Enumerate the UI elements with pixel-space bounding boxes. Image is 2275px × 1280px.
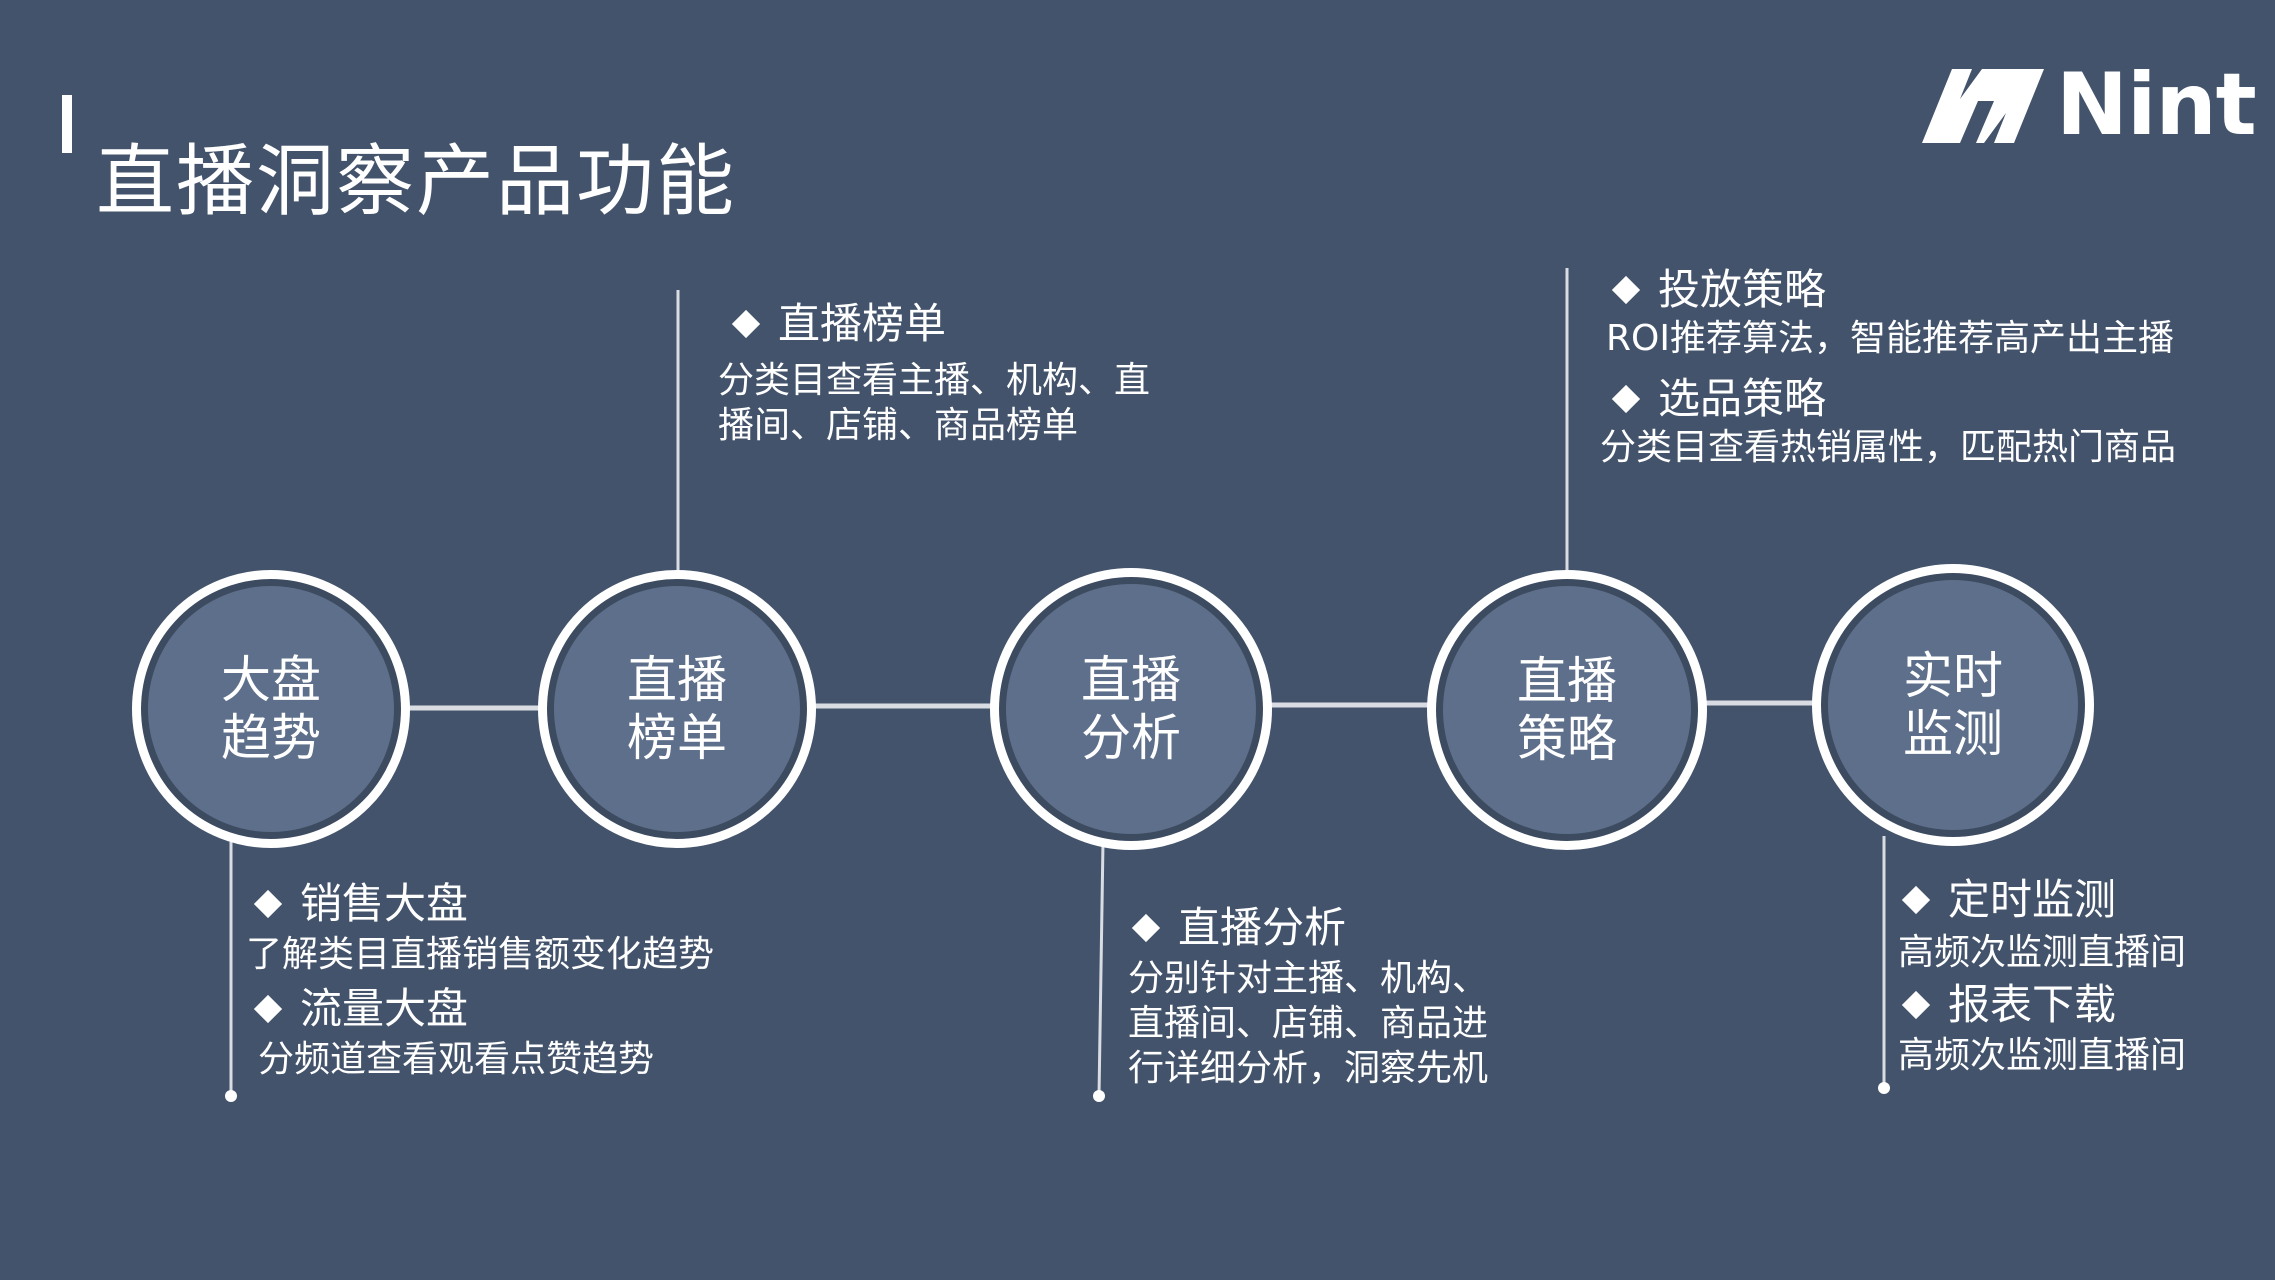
leader-dot-fenxi [1093, 1090, 1105, 1102]
brand-logo: Nint [1920, 55, 2257, 155]
callout-desc: 分类目查看热销属性，匹配热门商品 [1600, 427, 2177, 468]
callout-desc: 行详细分析，洞察先机 [1128, 1048, 1489, 1089]
diamond-bullet-icon [1901, 885, 1931, 915]
callout-heading: 流量大盘 [250, 983, 714, 1035]
callout-desc: 高频次监测直播间 [1898, 1035, 2187, 1076]
node-label: 直播分析 [1081, 651, 1181, 767]
callout-desc: 分类目查看主播、机构、直 [718, 360, 1151, 401]
logo-text: Nint [2056, 55, 2257, 155]
callout-heading: 选品策略 [1608, 373, 2176, 425]
diamond-bullet-icon [1131, 913, 1161, 943]
callout-bangdan: 直播榜单 分类目查看主播、机构、直 播间、店铺、商品榜单 [718, 298, 1150, 448]
heading-text: 直播分析 [1178, 903, 1347, 952]
callout-heading: 直播榜单 [728, 298, 1150, 350]
callout-heading: 销售大盘 [250, 878, 714, 930]
node-zhibo-fenxi: 直播分析 [990, 568, 1272, 850]
heading-text: 选品策略 [1658, 374, 1827, 423]
node-dapan-qushi: 大盘趋势 [132, 570, 410, 848]
callout-desc: ROI推荐算法，智能推荐高产出主播 [1606, 318, 2174, 359]
heading-text: 定时监测 [1948, 875, 2117, 924]
diamond-bullet-icon [1901, 990, 1931, 1020]
callout-heading: 投放策略 [1608, 264, 2176, 316]
title-accent-bar [62, 95, 72, 153]
callout-desc: 分别针对主播、机构、 [1128, 958, 1489, 999]
page-title: 直播洞察产品功能 [96, 137, 737, 228]
diamond-bullet-icon [253, 994, 283, 1024]
diamond-bullet-icon [1611, 275, 1641, 305]
node-label: 实时监测 [1903, 647, 2003, 763]
callout-celue: 投放策略 ROI推荐算法，智能推荐高产出主播 选品策略 分类目查看热销属性，匹配… [1600, 264, 2176, 470]
callout-heading: 直播分析 [1128, 902, 1488, 954]
heading-text: 流量大盘 [300, 984, 469, 1033]
callout-fenxi: 直播分析 分别针对主播、机构、 直播间、店铺、商品进 行详细分析，洞察先机 [1128, 902, 1488, 1091]
heading-text: 销售大盘 [300, 879, 469, 928]
callout-desc: 高频次监测直播间 [1898, 932, 2187, 973]
callout-desc: 播间、店铺、商品榜单 [718, 405, 1079, 446]
leader-dot-dapan [225, 1090, 237, 1102]
node-label: 大盘趋势 [221, 651, 321, 767]
callout-heading: 报表下载 [1898, 979, 2186, 1031]
leader-fenxi [1097, 841, 1105, 1097]
heading-text: 直播榜单 [778, 299, 947, 348]
node-label: 直播策略 [1517, 652, 1617, 768]
diamond-bullet-icon [731, 309, 761, 339]
callout-heading: 定时监测 [1898, 874, 2186, 926]
node-shishi-jiance: 实时监测 [1812, 564, 2094, 846]
node-zhibo-celue: 直播策略 [1427, 570, 1707, 850]
heading-text: 报表下载 [1948, 980, 2117, 1029]
callout-dapan: 销售大盘 了解类目直播销售额变化趋势 流量大盘 分频道查看观看点赞趋势 [246, 878, 714, 1082]
leader-dot-jiance [1878, 1082, 1890, 1094]
callout-jiance: 定时监测 高频次监测直播间 报表下载 高频次监测直播间 [1898, 874, 2186, 1078]
callout-desc: 了解类目直播销售额变化趋势 [246, 934, 715, 975]
diamond-bullet-icon [1611, 384, 1641, 414]
nint-logo-icon [1922, 69, 2044, 143]
node-label: 直播榜单 [627, 651, 727, 767]
callout-desc: 分频道查看观看点赞趋势 [258, 1039, 655, 1080]
node-zhibo-bangdan: 直播榜单 [538, 570, 816, 848]
callout-desc: 直播间、店铺、商品进 [1128, 1003, 1489, 1044]
heading-text: 投放策略 [1658, 265, 1827, 314]
diamond-bullet-icon [253, 889, 283, 919]
